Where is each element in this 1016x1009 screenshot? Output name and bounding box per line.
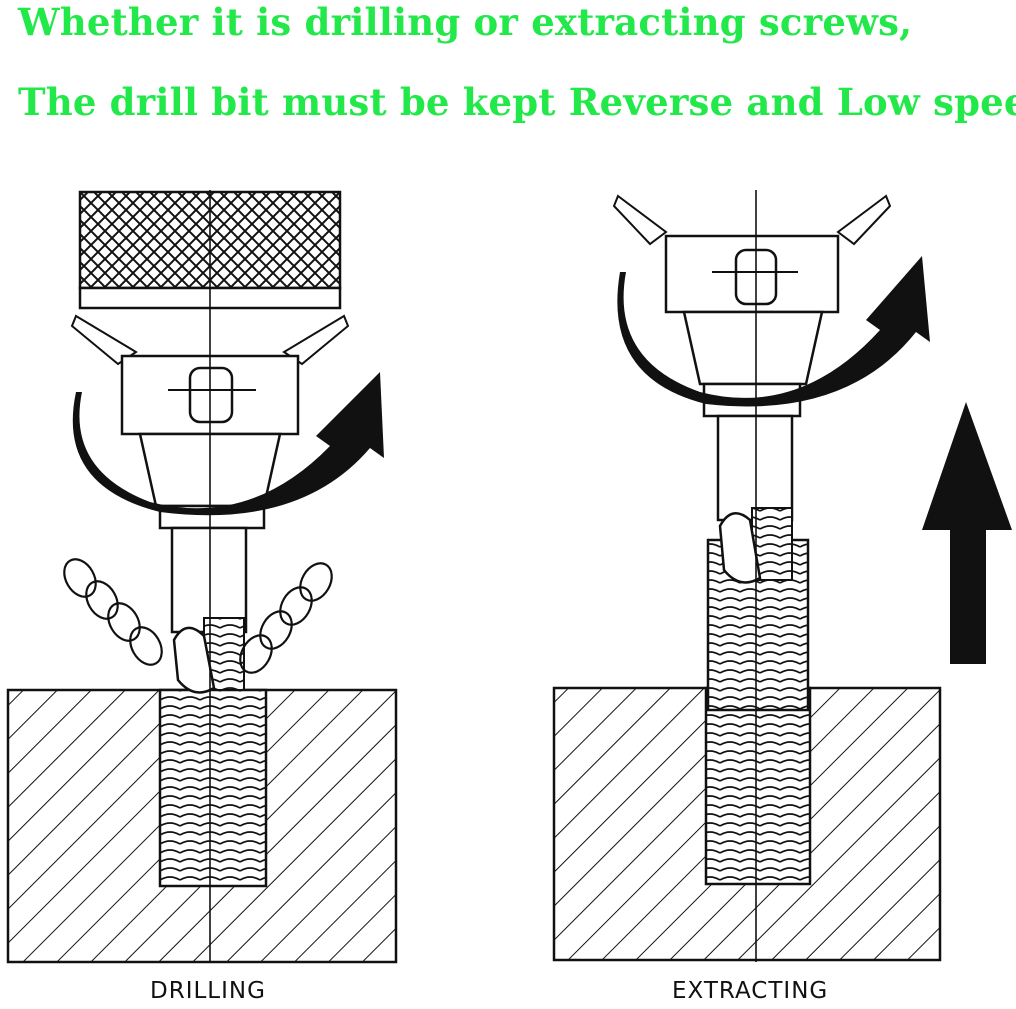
rotation-arrow-icon bbox=[72, 372, 384, 516]
drill-bit-drilling bbox=[170, 526, 248, 694]
workpiece-block-drilling bbox=[6, 688, 398, 964]
drill-chuck-extracting bbox=[612, 194, 892, 418]
rotation-arrow-icon bbox=[617, 256, 930, 407]
headline-line-1: Whether it is drilling or extracting scr… bbox=[18, 0, 913, 44]
extracting-panel bbox=[552, 190, 1012, 962]
drill-bit-extracting bbox=[716, 414, 794, 584]
caption-extracting: EXTRACTING bbox=[672, 978, 829, 1004]
caption-drilling: DRILLING bbox=[150, 978, 266, 1004]
drilling-panel bbox=[6, 190, 398, 964]
workpiece-block-extracting bbox=[552, 686, 942, 962]
metal-chip-spiral-icon bbox=[63, 558, 333, 674]
headline-line-2: The drill bit must be kept Reverse and L… bbox=[18, 80, 1016, 124]
upward-arrow-icon bbox=[922, 402, 1012, 664]
